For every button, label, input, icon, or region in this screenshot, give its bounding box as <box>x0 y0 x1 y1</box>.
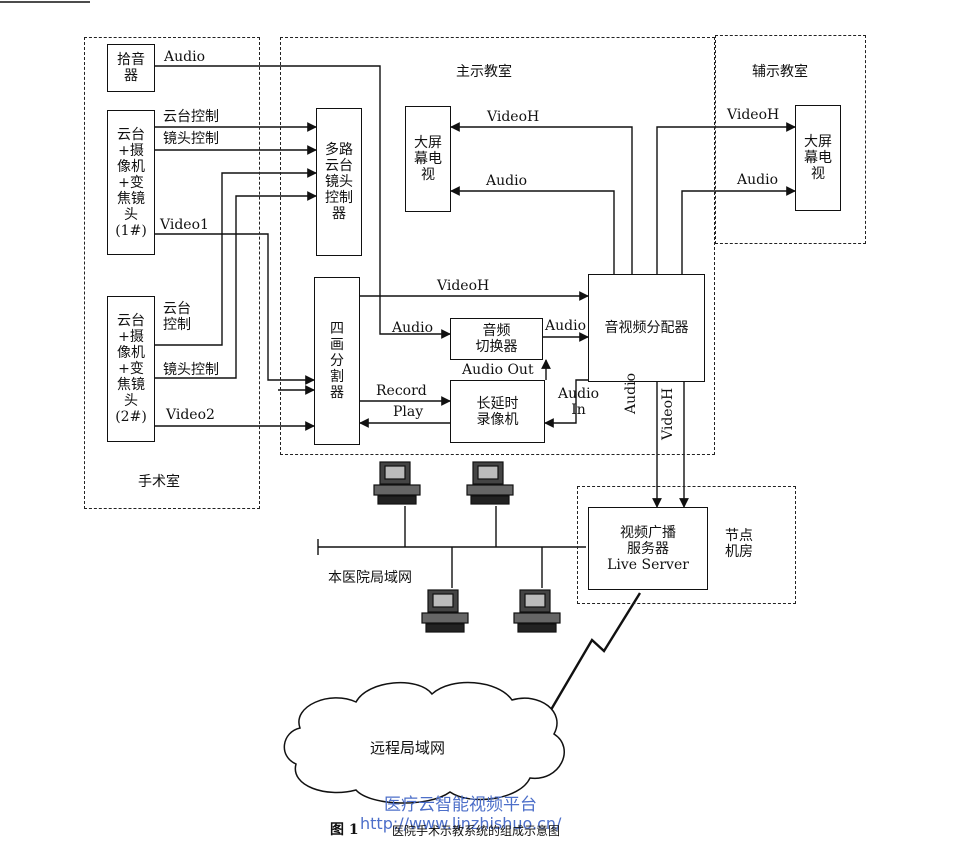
signal-video1: Video1 <box>160 217 209 233</box>
line-audio-pickup <box>155 65 451 339</box>
quad-splitter-box: 四 画 分 割 器 <box>314 277 360 445</box>
screen-main-box: 大屏 幕电 视 <box>405 106 451 212</box>
signal-videoh-vertical: VideoH <box>660 387 676 440</box>
pickup-box: 拾音 器 <box>107 44 155 92</box>
label-or-room: 手术室 <box>138 474 180 490</box>
live-server-box: 视频广播 服务器 Live Server <box>588 507 708 590</box>
watermark-url: http://www.linzhishuo.cn/ <box>360 814 562 833</box>
region-main-classroom <box>280 37 715 455</box>
signal-audio-in-switcher: Audio <box>392 320 433 336</box>
workstation-icon <box>513 589 561 633</box>
region-aux-classroom <box>715 35 866 244</box>
line-lens-ctrl-2 <box>155 191 317 379</box>
signal-ptz-ctrl-1: 云台控制 <box>163 109 219 125</box>
av-distributor-box: 音视频分配器 <box>588 274 705 382</box>
signal-lens-ctrl-2: 镜头控制 <box>163 362 219 378</box>
long-recorder-label: 长延时 录像机 <box>476 395 519 428</box>
signal-audio-out-switcher: Audio <box>545 318 586 334</box>
label-node-room: 节点 机房 <box>725 528 753 560</box>
screen-aux-box: 大屏 幕电 视 <box>795 105 841 211</box>
signal-audio-out: Audio Out <box>462 362 534 378</box>
signal-audio-top: Audio <box>164 49 205 65</box>
figure-number: 图 1 <box>330 822 359 838</box>
signal-videoh-main: VideoH <box>487 109 540 125</box>
line-videoh-aux <box>656 122 796 274</box>
label-aux-classroom: 辅示教室 <box>752 64 808 80</box>
line-ptz-ctrl-2 <box>155 168 317 346</box>
signal-audio-aux: Audio <box>737 172 778 188</box>
audio-switcher-label: 音频 切换器 <box>475 323 518 355</box>
line-audio-aux <box>681 186 796 274</box>
remote-lan-label: 远程局域网 <box>370 739 446 757</box>
camera1-label: 云台 +摄 像机 +变 焦镜 头 (1#) <box>115 126 147 239</box>
signal-videoh-quad: VideoH <box>437 278 490 294</box>
screen-aux-label: 大屏 幕电 视 <box>804 134 832 182</box>
watermark-title: 医疗云智能视频平台 <box>384 795 537 815</box>
signal-videoh-aux: VideoH <box>727 107 780 123</box>
ptz-controller-box: 多路 云台 镜头 控制 器 <box>316 108 362 256</box>
camera2-label: 云台 +摄 像机 +变 焦镜 头 (2#) <box>115 313 147 425</box>
hospital-lan-label: 本医院局域网 <box>328 570 412 586</box>
workstation-icon <box>373 461 421 505</box>
figure-caption: 医院手术示教系统的组成示意图 <box>392 824 561 838</box>
pickup-label: 拾音 器 <box>117 52 145 84</box>
signal-audio-in: Audio In <box>558 386 599 418</box>
signal-record: Record <box>376 383 427 399</box>
screen-main-label: 大屏 幕电 视 <box>414 135 442 183</box>
line-videoh-main <box>450 122 633 274</box>
av-distributor-label: 音视频分配器 <box>604 320 689 336</box>
lightning-bolt-icon <box>543 592 642 721</box>
signal-play: Play <box>393 404 424 420</box>
signal-video2: Video2 <box>166 407 215 423</box>
line-video1 <box>155 233 315 385</box>
quad-splitter-label: 四 画 分 割 器 <box>330 321 344 401</box>
long-recorder-box: 长延时 录像机 <box>450 380 545 443</box>
signal-ptz-ctrl-2: 云台 控制 <box>163 301 191 333</box>
region-node-room <box>577 486 796 604</box>
signal-audio-main: Audio <box>486 173 527 189</box>
ptz-controller-label: 多路 云台 镜头 控制 器 <box>325 142 353 222</box>
camera2-box: 云台 +摄 像机 +变 焦镜 头 (2#) <box>107 296 155 442</box>
camera1-box: 云台 +摄 像机 +变 焦镜 头 (1#) <box>107 110 155 255</box>
line-audio-main <box>450 186 615 274</box>
audio-switcher-box: 音频 切换器 <box>450 318 543 360</box>
signal-audio-vertical: Audio <box>623 373 639 414</box>
region-or-room <box>84 37 260 509</box>
signal-lens-ctrl-1: 镜头控制 <box>163 131 219 147</box>
workstation-icon <box>421 589 469 633</box>
line-audio-in <box>544 379 588 428</box>
workstation-icon <box>466 461 514 505</box>
cloud-icon <box>283 681 565 804</box>
live-server-label: 视频广播 服务器 Live Server <box>607 524 689 573</box>
label-main-classroom: 主示教室 <box>456 64 512 80</box>
